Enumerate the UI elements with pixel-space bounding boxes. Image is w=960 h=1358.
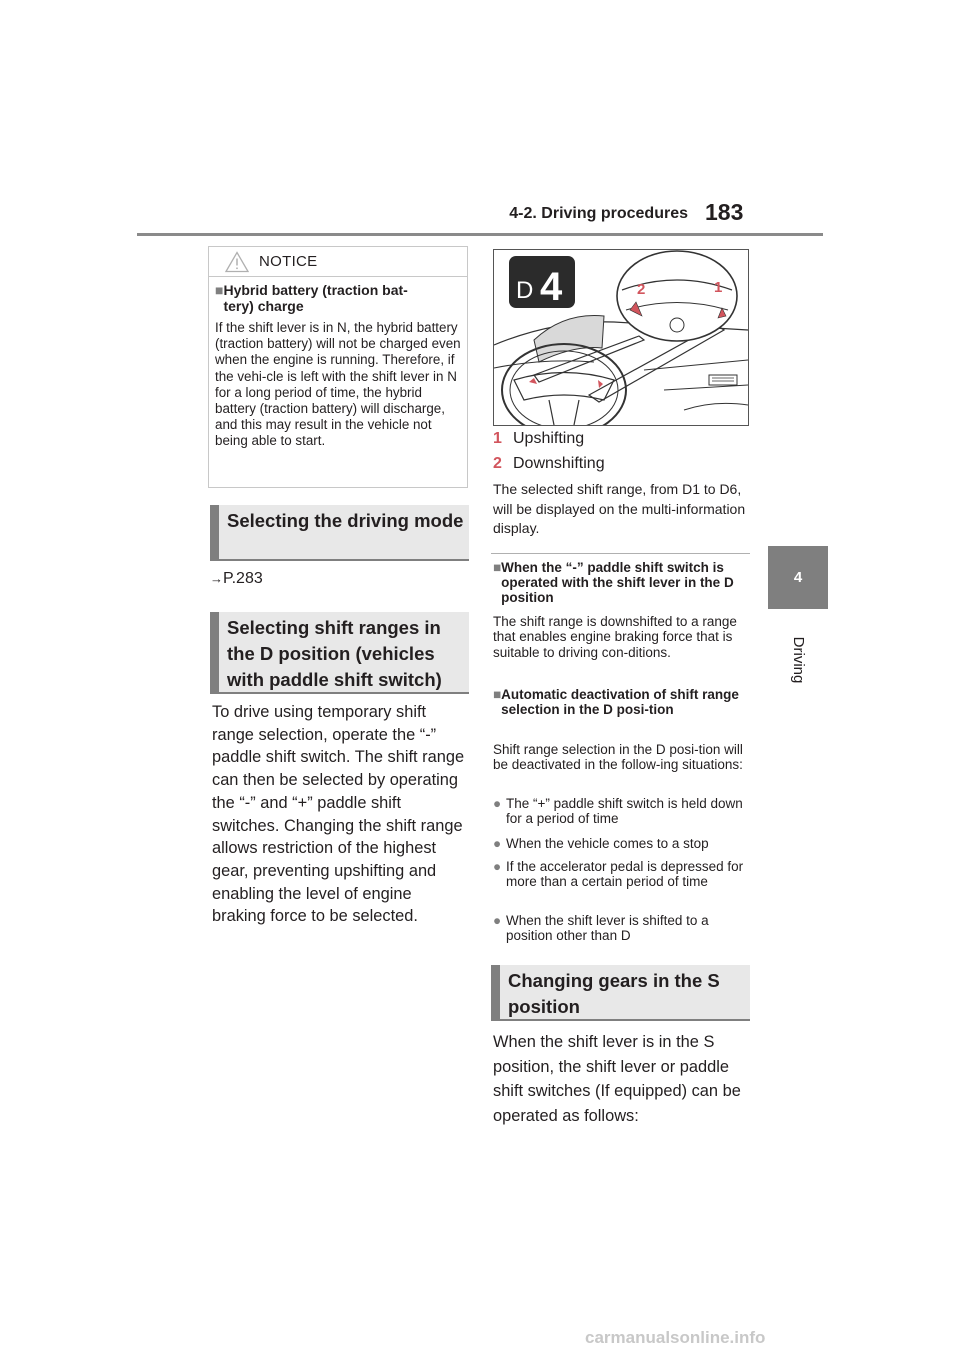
- info-text: The shift range is downshifted to a rang…: [493, 614, 737, 660]
- display-note: The selected shift range, from D1 to D6,…: [493, 481, 746, 537]
- list-label: Downshifting: [513, 455, 605, 472]
- circle-bullet-icon: ●: [493, 913, 502, 928]
- heading-driving-mode: Selecting the driving mode: [210, 505, 469, 561]
- info-subheading-text: Automatic deactivation of shift range se…: [501, 687, 739, 717]
- square-bullet-icon: ■: [493, 687, 502, 702]
- info-subheading: ■ When the “-” paddle shift switch is op…: [493, 560, 751, 605]
- list-item: 2 Downshifting: [493, 455, 605, 473]
- paddle-shift-illustration: D 4 2 1: [493, 249, 749, 426]
- page-reference-text[interactable]: P.283: [223, 570, 263, 587]
- section-title: 4-2. Driving procedures: [509, 205, 688, 222]
- notice-title: NOTICE: [259, 253, 318, 270]
- notice-body: If the shift lever is in N, the hybrid b…: [215, 320, 461, 449]
- display-d-label: D: [516, 277, 533, 304]
- square-bullet-icon: ■: [215, 282, 224, 298]
- bullet-text: The “+” paddle shift switch is held down…: [506, 796, 743, 827]
- bullet-text: If the accelerator pedal is depressed fo…: [506, 859, 744, 890]
- watermark: carmanualsonline.info: [585, 1328, 766, 1347]
- info-subheading: ■ Automatic deactivation of shift range …: [493, 687, 751, 717]
- s-position-body: When the shift lever is in the S positio…: [493, 1033, 741, 1125]
- list-item: 1 Upshifting: [493, 430, 584, 448]
- warning-triangle-icon: [225, 251, 249, 273]
- circle-bullet-icon: ●: [493, 859, 502, 874]
- info-text: Shift range selection in the D posi-tion…: [493, 742, 743, 773]
- display-gear-label: 4: [540, 265, 563, 309]
- list-number: 2: [493, 455, 502, 472]
- heading-s-position: Changing gears in the S position: [491, 965, 750, 1021]
- circle-bullet-icon: ●: [493, 836, 502, 851]
- callout-2: 2: [637, 281, 645, 298]
- page-reference: →P.283: [210, 570, 263, 588]
- callout-1: 1: [714, 279, 722, 296]
- notice-subheading-text: Hybrid battery (traction bat- tery) char…: [223, 282, 408, 314]
- notice-subheading: ■ Hybrid battery (traction bat- tery) ch…: [215, 282, 461, 314]
- circle-bullet-icon: ●: [493, 796, 502, 811]
- bullet-text: When the vehicle comes to a stop: [506, 836, 709, 851]
- chapter-tab-label: Driving: [790, 636, 807, 684]
- list-label: Upshifting: [513, 430, 585, 447]
- notice-header: NOTICE: [209, 247, 467, 277]
- notice-box: NOTICE ■ Hybrid battery (traction bat- t…: [208, 246, 468, 488]
- bullet-text: When the shift lever is shifted to a pos…: [506, 913, 709, 944]
- shift-ranges-body: To drive using temporary shift range sel…: [212, 703, 465, 926]
- list-number: 1: [493, 430, 502, 447]
- heading-shift-ranges: Selecting shift ranges in the D position…: [210, 612, 469, 694]
- steering-wheel-illustration: D 4 2 1: [494, 250, 748, 425]
- chapter-tab: 4: [768, 546, 828, 609]
- info-subheading-text: When the “-” paddle shift switch is oper…: [501, 560, 734, 605]
- header-rule: [137, 233, 823, 236]
- square-bullet-icon: ■: [493, 560, 502, 575]
- page-number: 183: [705, 199, 744, 225]
- arrow-right-icon: →: [210, 571, 223, 586]
- divider: [491, 553, 750, 554]
